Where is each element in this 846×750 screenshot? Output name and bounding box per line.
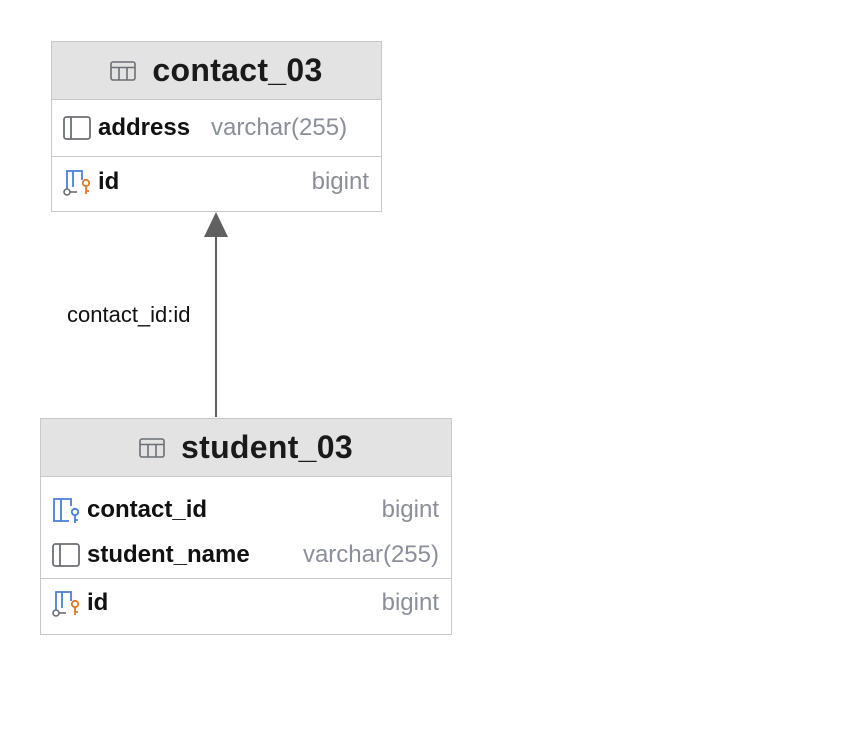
column-name: id [98, 167, 120, 195]
columns-section: contact_id bigint student_name varchar(2… [41, 477, 451, 579]
column-type: bigint [381, 589, 439, 616]
keys-section: id bigint [52, 157, 381, 206]
entity-header[interactable]: contact_03 [52, 42, 381, 100]
column-type: varchar(255) [302, 540, 439, 568]
column-row[interactable]: address varchar(255) [52, 100, 381, 156]
column-row[interactable]: id bigint [52, 157, 381, 206]
keys-section: id bigint [41, 579, 451, 627]
entity-contact-03[interactable]: contact_03 address varchar(255) id bigin… [51, 41, 382, 212]
foreign-key-icon [53, 497, 80, 523]
column-name: address [98, 114, 191, 141]
columns-section: address varchar(255) [52, 100, 381, 157]
column-type: bigint [381, 495, 439, 523]
column-icon [63, 116, 91, 140]
entity-title: student_03 [181, 429, 353, 465]
table-icon [110, 60, 137, 81]
entity-header[interactable]: student_03 [41, 419, 451, 477]
column-icon [52, 542, 80, 567]
column-name: id [87, 589, 109, 616]
column-type: varchar(255) [211, 114, 348, 141]
column-name: contact_id [87, 495, 208, 523]
column-row[interactable]: contact_id bigint [41, 487, 451, 532]
entity-student-03[interactable]: student_03 contact_id bigint student_nam… [40, 418, 452, 635]
column-row[interactable]: id bigint [41, 579, 451, 627]
relationship-arrowhead [204, 212, 228, 237]
primary-key-icon [52, 591, 80, 617]
column-name: student_name [87, 540, 250, 568]
relationship-label: contact_id:id [67, 302, 191, 327]
table-icon [139, 437, 165, 458]
column-type: bigint [311, 167, 369, 195]
primary-key-icon [63, 169, 91, 196]
column-row[interactable]: student_name varchar(255) [41, 532, 451, 577]
entity-title: contact_03 [152, 52, 323, 88]
